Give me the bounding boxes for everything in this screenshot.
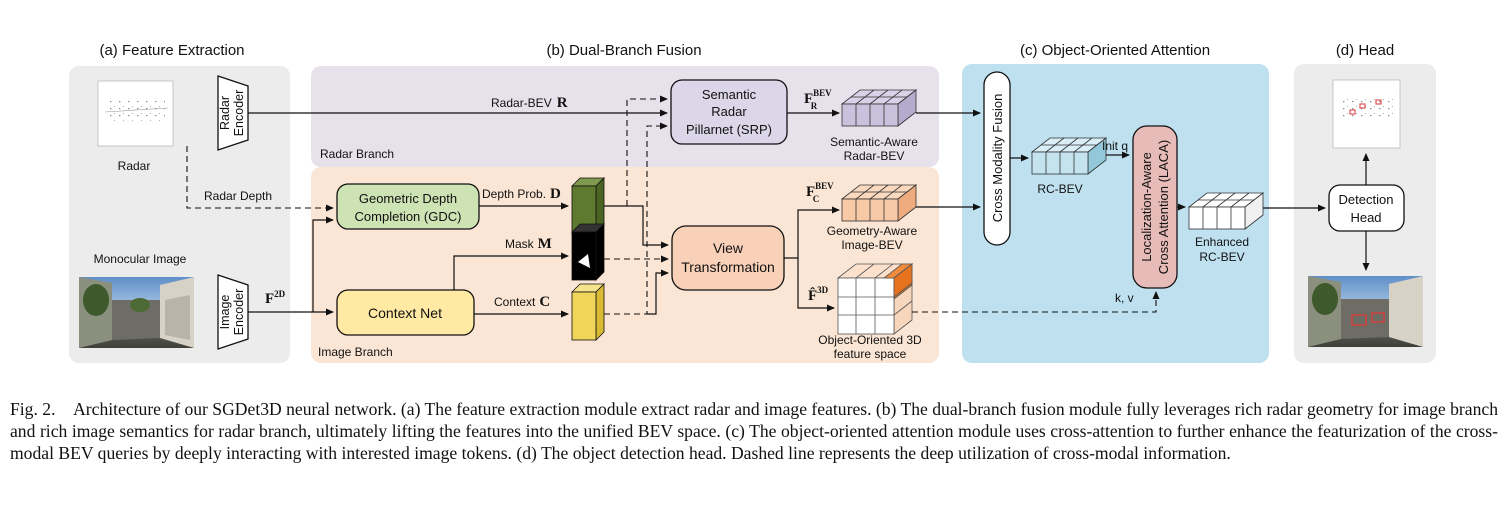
context-net-block: Context Net	[336, 289, 475, 336]
view-to-image-bev-line	[784, 206, 840, 259]
output-image-detection-image	[1308, 276, 1423, 347]
object-3d-feature-cube	[836, 263, 914, 335]
srp-block: Semantic Radar Pillarnet (SRP)	[670, 79, 788, 145]
radar-depth-label: Radar Depth	[204, 189, 272, 203]
panel-object-attention	[962, 64, 1269, 363]
kv-dashed-line	[912, 291, 1160, 313]
laca-line1: Localization-Aware	[1139, 152, 1154, 262]
radar-encoder-line1: Radar	[218, 96, 232, 130]
caption-label: Fig. 2.	[10, 399, 56, 419]
mask-symbol: M	[538, 236, 552, 252]
cmf-label: Cross Modality Fusion	[990, 94, 1005, 223]
view-to-3d-space-line	[797, 258, 835, 312]
enhanced-line1: Enhanced	[1195, 235, 1249, 249]
laca-block: Localization-Aware Cross Attention (LACA…	[1132, 125, 1178, 289]
image-branch-label: Image Branch	[318, 345, 393, 359]
srp-line3: Pillarnet (SRP)	[686, 122, 772, 137]
image-encoder: Image Encoder	[217, 274, 249, 350]
view-line2: Transformation	[681, 259, 775, 275]
caption-text: Architecture of our SGDet3D neural netwo…	[10, 399, 1498, 463]
context-to-view-line	[647, 269, 669, 315]
radar-bev-symbol: R	[557, 95, 568, 111]
radar-point-cloud-image	[97, 80, 174, 147]
laca-line2: Cross Attention (LACA)	[1156, 140, 1171, 274]
depth-prob-tensor	[571, 177, 605, 235]
gdc-line1: Geometric Depth	[359, 191, 457, 206]
context-net-label: Context Net	[368, 305, 442, 321]
fcbev-sup: BEV	[815, 181, 834, 191]
kv-label: k, v	[1115, 291, 1134, 305]
frbev-symbol: FBEV R	[804, 88, 832, 111]
object-space-line1: Object-Oriented 3D	[818, 333, 922, 347]
fcbev-symbol: FBEV C	[806, 181, 834, 204]
f3d-symbol: F̂3D	[808, 285, 829, 304]
depth-prob-symbol: D	[550, 186, 561, 202]
view-line1: View	[713, 240, 744, 256]
image-encoder-line2: Encoder	[232, 289, 246, 336]
image-encoder-line1: Image	[218, 295, 232, 330]
frbev-sub: R	[811, 101, 818, 111]
f2d-to-gdc-line	[312, 216, 334, 312]
output-radar-detection-image	[1332, 79, 1401, 149]
geometry-image-bev-grid	[840, 184, 918, 222]
section-title-c: (c) Object-Oriented Attention	[1020, 42, 1210, 59]
rc-bev-grid	[1030, 137, 1108, 175]
section-title-d: (d) Head	[1336, 42, 1394, 59]
cross-modality-fusion-block: Cross Modality Fusion	[983, 71, 1011, 246]
geometry-bev-line2: Image-BEV	[841, 238, 902, 252]
enhanced-line2: RC-BEV	[1199, 250, 1244, 264]
radar-bev-label: Radar-BEV R	[491, 95, 568, 111]
depth-to-srp-dashed-line	[626, 95, 668, 206]
gdc-line2: Completion (GDC)	[355, 209, 462, 224]
section-title-b: (b) Dual-Branch Fusion	[546, 42, 701, 59]
architecture-diagram: (a) Feature Extraction (b) Dual-Branch F…	[69, 42, 1436, 363]
mask-tensor	[571, 223, 605, 281]
init-q-label: Init q	[1102, 139, 1128, 153]
context-to-srp-dashed-line	[604, 122, 668, 315]
section-title-a: (a) Feature Extraction	[99, 42, 244, 59]
mask-text: Mask	[505, 237, 535, 251]
context-tensor	[571, 283, 605, 341]
semantic-bev-line2: Radar-BEV	[844, 149, 905, 163]
context-symbol: C	[539, 294, 550, 310]
frbev-sup: BEV	[813, 88, 832, 98]
f3d-sup: 3D	[817, 285, 829, 295]
f2d-symbol: F2D	[265, 289, 286, 307]
detection-head-block: Detection Head	[1328, 184, 1405, 232]
f2d-main: F	[265, 291, 274, 307]
det-head-line2: Head	[1350, 210, 1381, 225]
radar-encoder: Radar Encoder	[217, 75, 249, 151]
context-to-mask-line	[453, 252, 569, 290]
depth-prob-label: Depth Prob. D	[482, 186, 561, 202]
f2d-sup: 2D	[274, 289, 286, 299]
srp-line2: Radar	[711, 104, 747, 119]
gdc-block: Geometric Depth Completion (GDC)	[336, 183, 480, 230]
radar-encoder-line2: Encoder	[232, 90, 246, 137]
fcbev-sub: C	[813, 194, 820, 204]
enhanced-rc-bev-grid	[1187, 192, 1265, 230]
radar-bev-text: Radar-BEV	[491, 96, 552, 110]
rc-bev-label: RC-BEV	[1037, 182, 1082, 196]
srp-line1: Semantic	[702, 87, 757, 102]
context-text: Context	[494, 295, 536, 309]
frbev-main: F	[804, 91, 813, 107]
det-head-line1: Detection	[1339, 192, 1394, 207]
monocular-image-label: Monocular Image	[94, 252, 187, 266]
radar-branch-label: Radar Branch	[320, 147, 394, 161]
depth-to-view-line	[604, 205, 669, 249]
figure-caption: Fig. 2. Architecture of our SGDet3D neur…	[10, 398, 1498, 464]
fcbev-main: F	[806, 184, 815, 200]
depth-prob-text: Depth Prob.	[482, 187, 546, 201]
f3d-main: F̂	[808, 287, 817, 304]
semantic-bev-line1: Semantic-Aware	[830, 135, 918, 149]
semantic-radar-bev-grid	[840, 89, 918, 127]
radar-depth-dashed-line	[186, 146, 334, 212]
view-transformation-block: View Transformation	[671, 225, 785, 291]
object-space-line2: feature space	[834, 347, 907, 361]
monocular-street-image	[79, 277, 194, 348]
geometry-bev-line1: Geometry-Aware	[827, 224, 918, 238]
radar-input-label: Radar	[118, 159, 151, 173]
